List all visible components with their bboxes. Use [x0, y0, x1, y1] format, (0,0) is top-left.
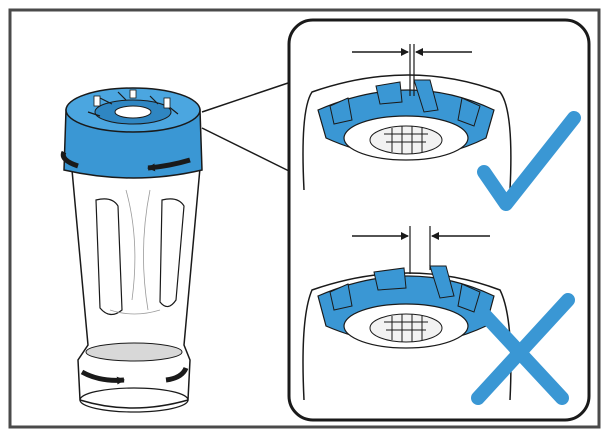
bottle-window-left [95, 198, 123, 316]
bottle-base-ring [85, 342, 183, 362]
base-rotate-arrow [80, 369, 125, 385]
correct-alignment-view [302, 44, 512, 191]
cross-icon [471, 293, 575, 405]
bottle-bottom-ellipse [79, 387, 189, 413]
incorrect-alignment-view [302, 226, 512, 401]
bottle-window-right [159, 198, 185, 308]
callout-line-bottom [201, 127, 292, 173]
callout-line-top [201, 81, 292, 113]
bottle-illustration [60, 87, 203, 413]
collar-rotate-arrow [147, 157, 191, 172]
checkmark-icon [477, 111, 581, 211]
